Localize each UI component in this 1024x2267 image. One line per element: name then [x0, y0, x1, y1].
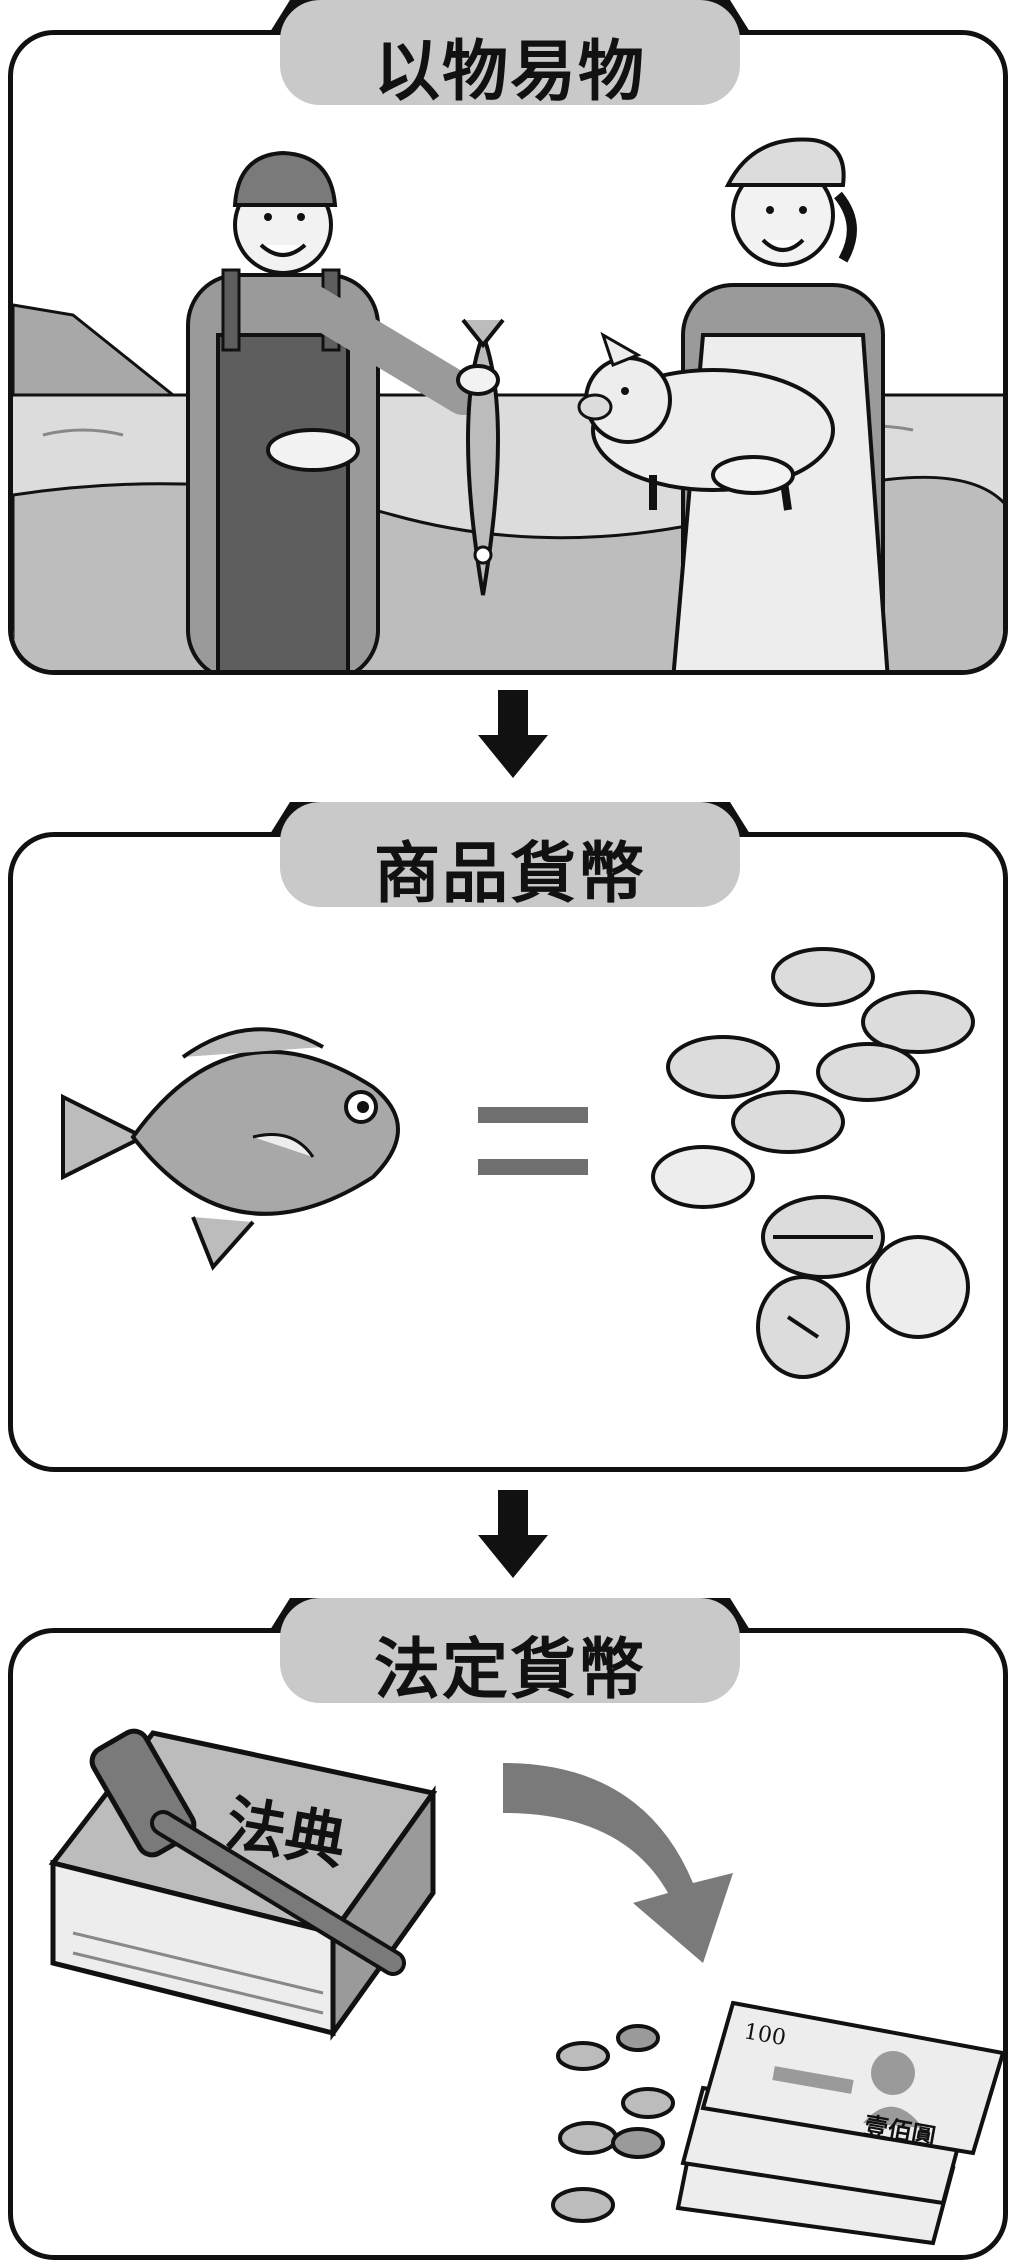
coins — [551, 2024, 675, 2223]
barter-illustration — [13, 137, 1003, 670]
equals-sign — [478, 1107, 588, 1175]
down-arrow-icon — [478, 1490, 548, 1578]
stage-3-title: 法定貨幣 — [374, 1631, 646, 1708]
fish-icon — [61, 1027, 400, 1271]
stage-1-tab: 以物易物 — [270, 0, 750, 110]
pig — [577, 331, 835, 511]
stage-2-tab-shape — [270, 802, 750, 907]
panel-commodity-money — [8, 832, 1008, 1472]
fisherman-figure — [186, 150, 483, 670]
gavel-icon — [89, 1728, 406, 1976]
stage-2-title: 商品貨幣 — [374, 835, 646, 912]
stage-3-tab-shape — [270, 1598, 750, 1703]
stage-1-tab-shape — [270, 0, 750, 105]
fiat-money-illustration: 法典 100 壹佰圓 — [48, 1728, 1003, 2246]
ingots-and-shells — [651, 947, 975, 1379]
curved-arrow-icon — [503, 1763, 733, 1963]
stage-3-tab: 法定貨幣 — [270, 1598, 750, 1708]
down-arrow-icon — [478, 690, 548, 778]
stage-2-tab: 商品貨幣 — [270, 802, 750, 912]
hanging-fish — [456, 318, 505, 596]
panel-fiat-money: 法典 100 壹佰圓 — [8, 1628, 1008, 2260]
commodity-money-illustration — [61, 947, 975, 1379]
banknotes: 100 壹佰圓 — [675, 2000, 1003, 2246]
stage-1-title: 以物易物 — [374, 33, 646, 110]
panel-barter — [8, 30, 1008, 675]
